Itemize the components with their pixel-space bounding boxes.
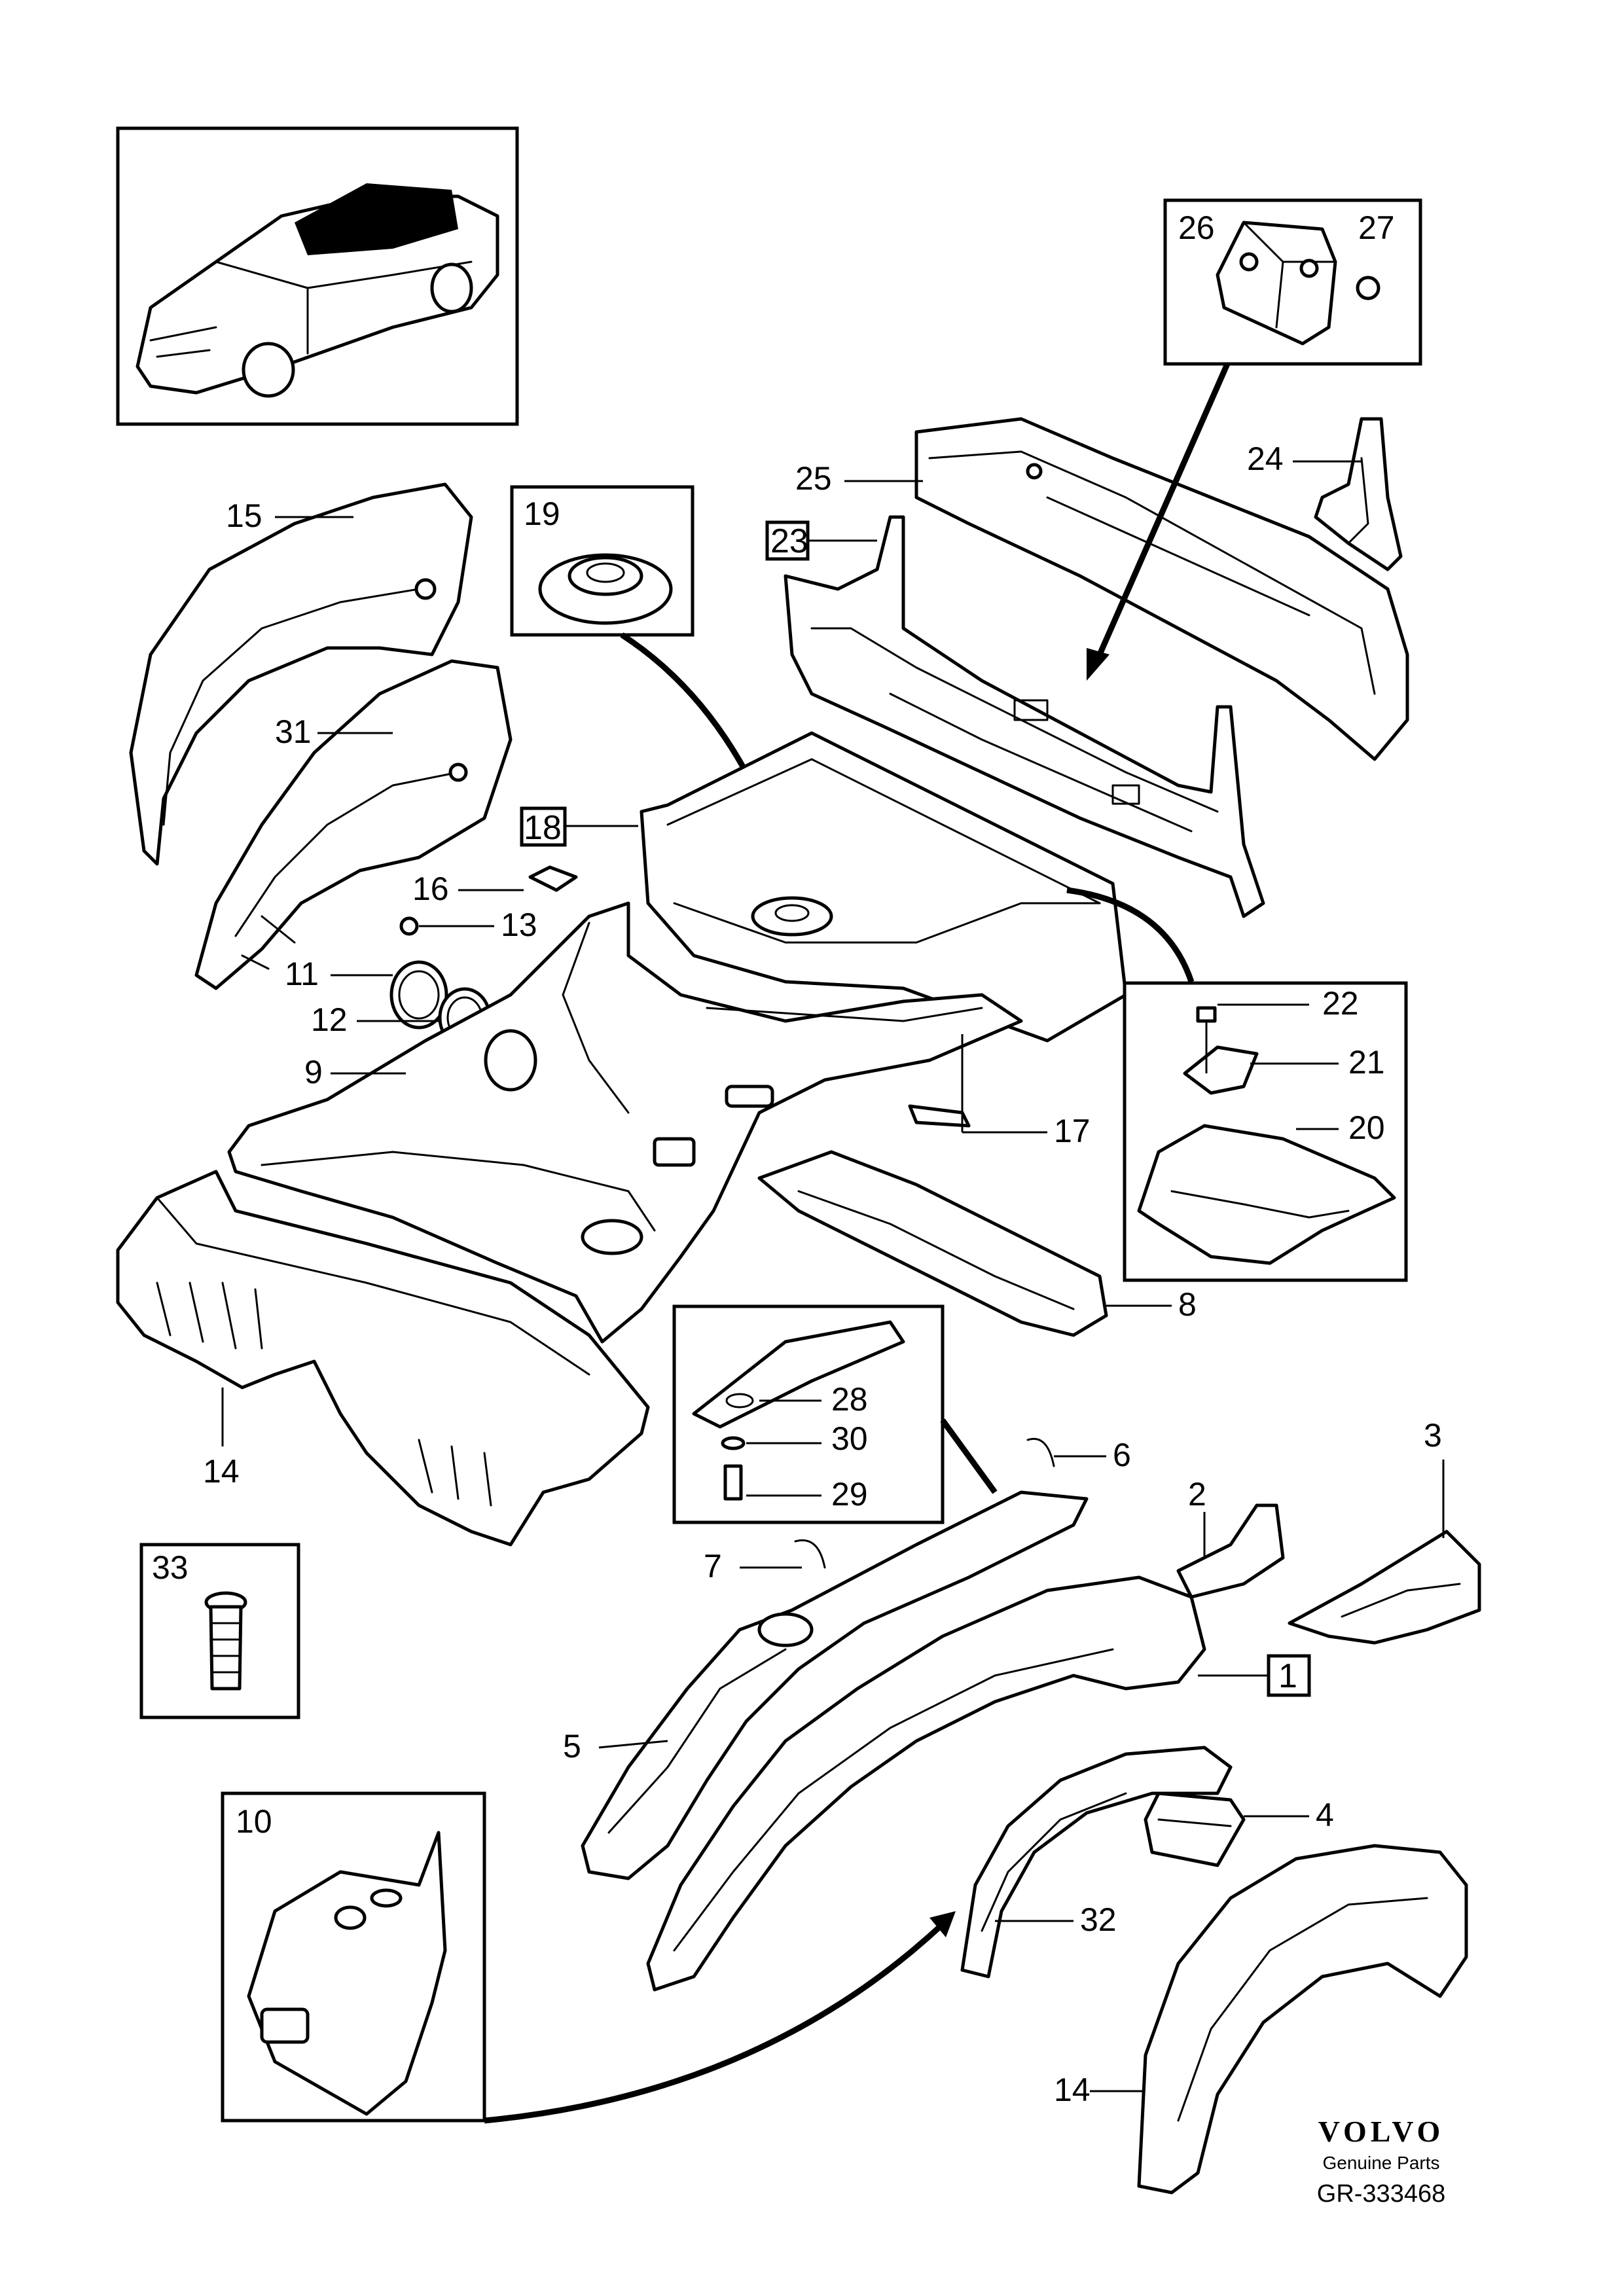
inset-box-20-21-22: 22 21 20 xyxy=(1123,981,1408,1282)
callout-25: 25 xyxy=(795,460,832,497)
callout-20: 20 xyxy=(1348,1109,1385,1146)
callout-23: 23 xyxy=(770,522,808,560)
callout-12: 12 xyxy=(311,1001,348,1038)
callout-18: 18 xyxy=(524,809,562,847)
pointer-arrow-28 xyxy=(940,1418,998,1494)
callout-6: 6 xyxy=(1113,1437,1131,1473)
callout-21: 21 xyxy=(1348,1044,1385,1081)
callout-29: 29 xyxy=(831,1476,868,1513)
callout-17: 17 xyxy=(1054,1113,1091,1149)
callout-2: 2 xyxy=(1188,1476,1206,1513)
callout-13: 13 xyxy=(501,906,537,943)
inset-box-33: 33 xyxy=(139,1543,300,1719)
callout-5: 5 xyxy=(563,1728,581,1765)
inset-box-19: 19 xyxy=(510,485,695,637)
part-1-side-member: 1 xyxy=(646,1575,1311,1992)
part-25-rear-panel: 25 xyxy=(795,417,1409,761)
part-32-liner: 32 xyxy=(960,1746,1233,1979)
part-8-member: 8 xyxy=(757,1150,1197,1337)
pointer-arrow-20 xyxy=(1066,887,1195,983)
callout-26: 26 xyxy=(1178,209,1215,246)
part-14-rear-liner: 14 xyxy=(1054,1844,1468,2195)
part-31-inner-arch: 31 xyxy=(194,659,513,990)
callout-27: 27 xyxy=(1358,209,1395,246)
brand-block: VOLVO Genuine Parts GR-333468 xyxy=(1283,2114,1479,2208)
parts-6-7-clips: 6 7 xyxy=(704,1437,1131,1585)
callout-11: 11 xyxy=(285,956,319,992)
part-16-patch: 16 xyxy=(412,865,578,907)
part-9-floor-panel: 9 xyxy=(227,901,1023,1344)
callout-15: 15 xyxy=(226,497,262,534)
part-4-reinforcement: 4 xyxy=(1144,1791,1334,1867)
callout-7: 7 xyxy=(704,1548,722,1585)
callout-14b: 14 xyxy=(1054,2072,1091,2108)
diagram-code: GR-333468 xyxy=(1316,2180,1446,2208)
part-24-bracket: 24 xyxy=(1247,417,1403,571)
part-23-crossmember: 23 xyxy=(765,515,1265,918)
car-overview-thumbnail xyxy=(116,126,519,426)
callout-14a: 14 xyxy=(203,1453,240,1490)
callout-19: 19 xyxy=(524,495,560,532)
part-15-wheel-arch: 15 xyxy=(129,482,473,866)
callout-32: 32 xyxy=(1080,1901,1117,1938)
inset-box-28-29-30: 28 30 29 xyxy=(672,1304,945,1524)
part-5-side-member: 5 xyxy=(563,1490,1089,1880)
callout-3: 3 xyxy=(1424,1417,1442,1454)
callout-28: 28 xyxy=(831,1381,868,1418)
callout-33: 33 xyxy=(152,1549,189,1586)
parts-2-3-brackets: 2 3 xyxy=(1176,1417,1481,1645)
callout-24: 24 xyxy=(1247,440,1284,477)
callout-1: 1 xyxy=(1278,1657,1297,1695)
part-18-spare-well: 18 xyxy=(520,731,1128,1043)
brand-subtitle: Genuine Parts xyxy=(1322,2153,1440,2173)
part-14-floor-front: 14 xyxy=(116,1170,650,1547)
inset-box-26-27: 26 27 xyxy=(1163,198,1422,366)
volvo-logo: VOLVO xyxy=(1318,2115,1445,2148)
callout-9: 9 xyxy=(304,1054,323,1090)
callout-16: 16 xyxy=(412,870,449,907)
callout-31: 31 xyxy=(275,713,312,750)
inset-box-10: 10 xyxy=(221,1791,486,2123)
part-17-bracket: 17 xyxy=(908,1034,1091,1149)
callout-4: 4 xyxy=(1316,1797,1334,1833)
callout-10: 10 xyxy=(236,1803,272,1840)
callout-30: 30 xyxy=(831,1420,868,1457)
pointer-arrow-26 xyxy=(1096,363,1231,656)
callout-22: 22 xyxy=(1322,985,1359,1022)
pointer-arrow-10 xyxy=(484,1922,945,2124)
callout-8: 8 xyxy=(1178,1286,1197,1323)
